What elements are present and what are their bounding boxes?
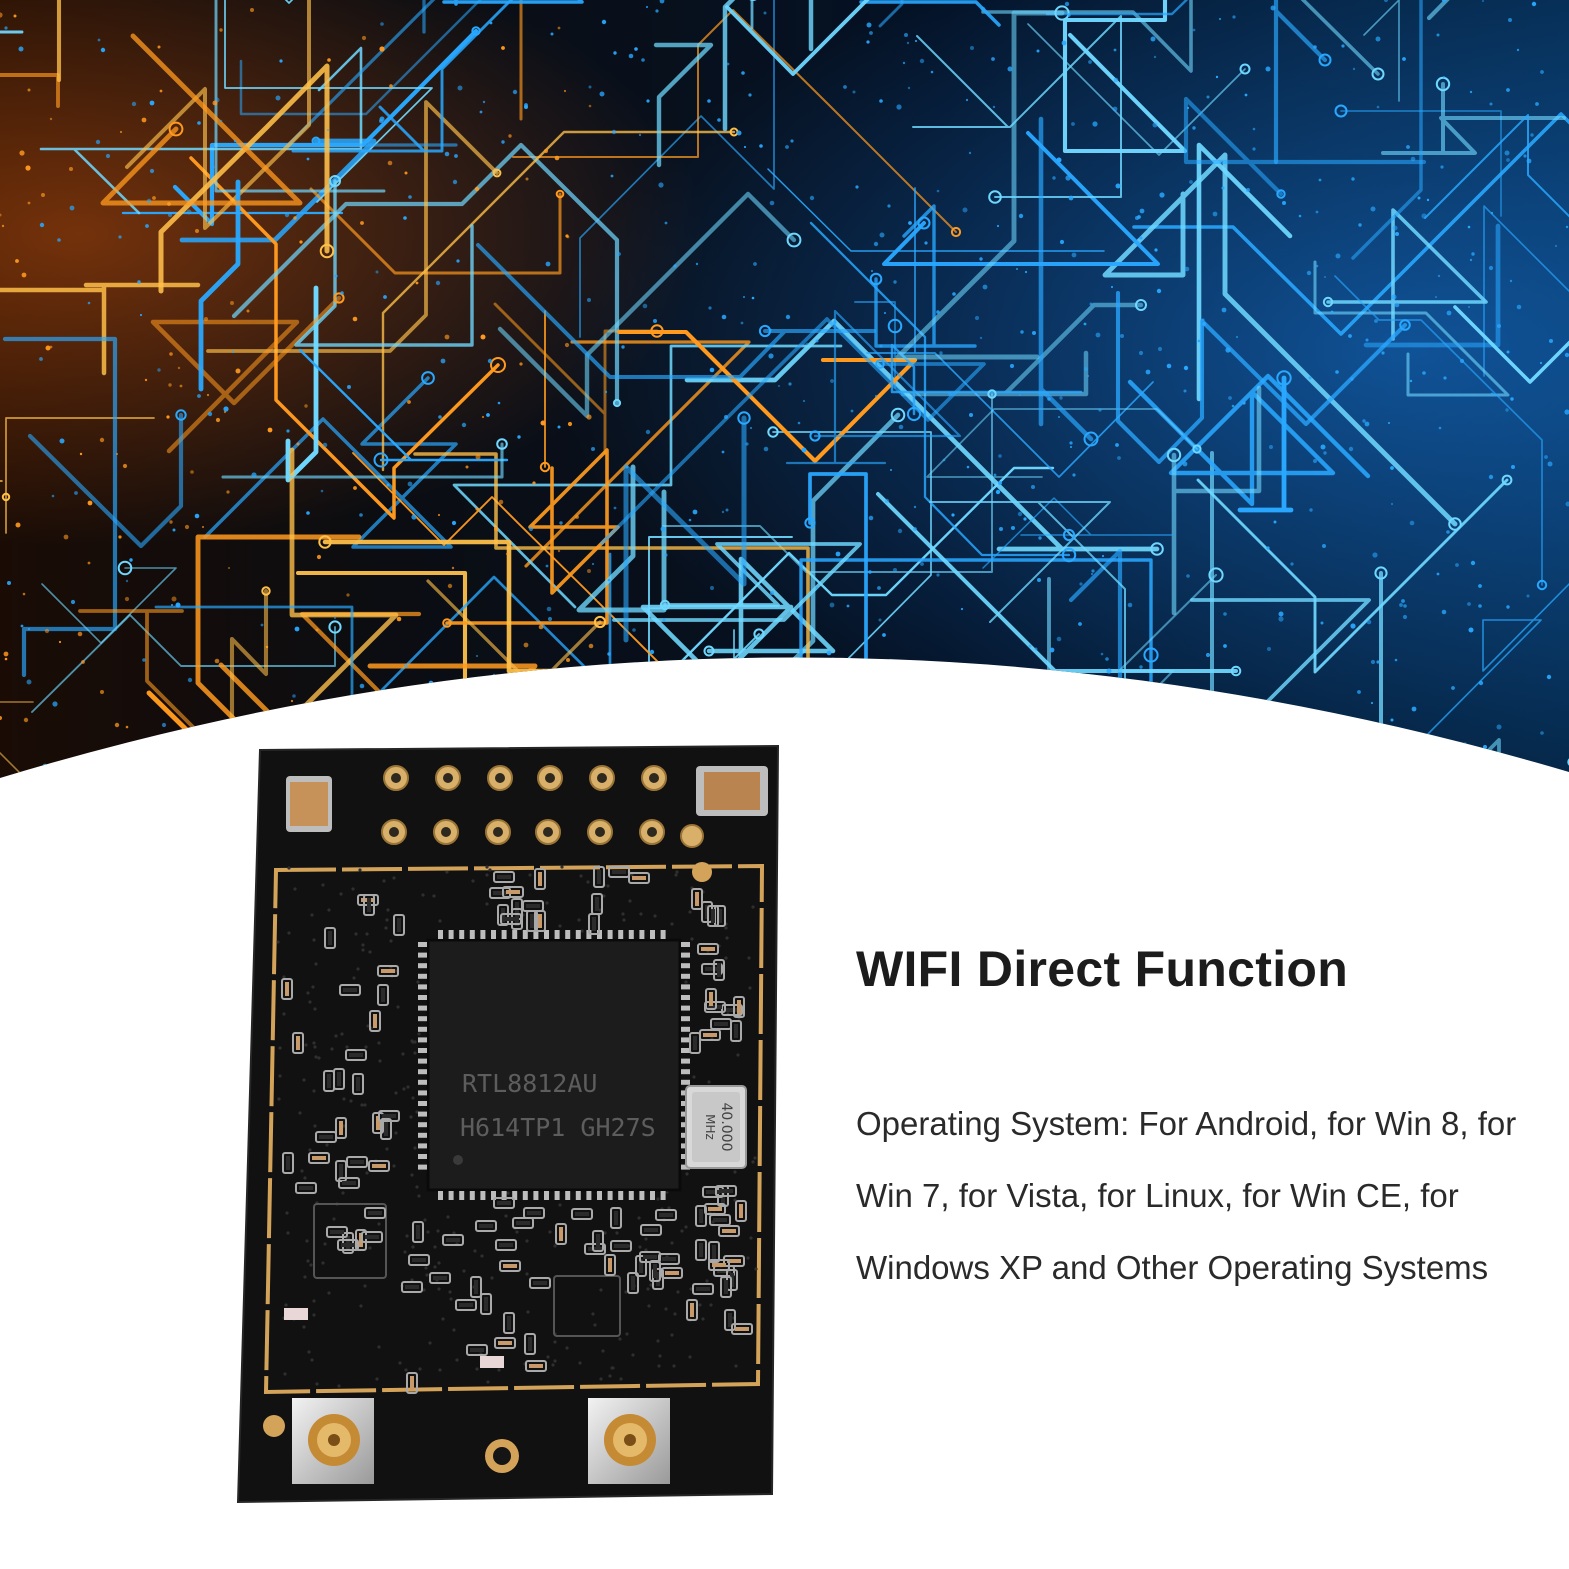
- pin-header: [381, 765, 704, 848]
- crystal-unit: MHz: [703, 1114, 717, 1140]
- crystal-frequency: 40.000: [718, 1103, 734, 1152]
- main-chip: RTL8812AU H614TP1 GH27S: [418, 930, 690, 1200]
- antenna-connector-right: [588, 1398, 670, 1484]
- circuit-banner-image: [0, 0, 1569, 778]
- wifi-module-image: RTL8812AU H614TP1 GH27S 40.000 MHz: [236, 744, 780, 1504]
- crystal-oscillator: 40.000 MHz: [685, 1085, 747, 1169]
- feature-description: Operating System: For Android, for Win 8…: [856, 1105, 1517, 1286]
- chip-marking-line1: RTL8812AU: [462, 1069, 597, 1098]
- chip-marking-line2: H614TP1 GH27S: [460, 1113, 656, 1142]
- antenna-connector-left: [292, 1398, 374, 1484]
- feature-heading: WIFI Direct Function: [856, 941, 1349, 997]
- product-info: WIFI Direct Function Operating System: F…: [856, 940, 1546, 1304]
